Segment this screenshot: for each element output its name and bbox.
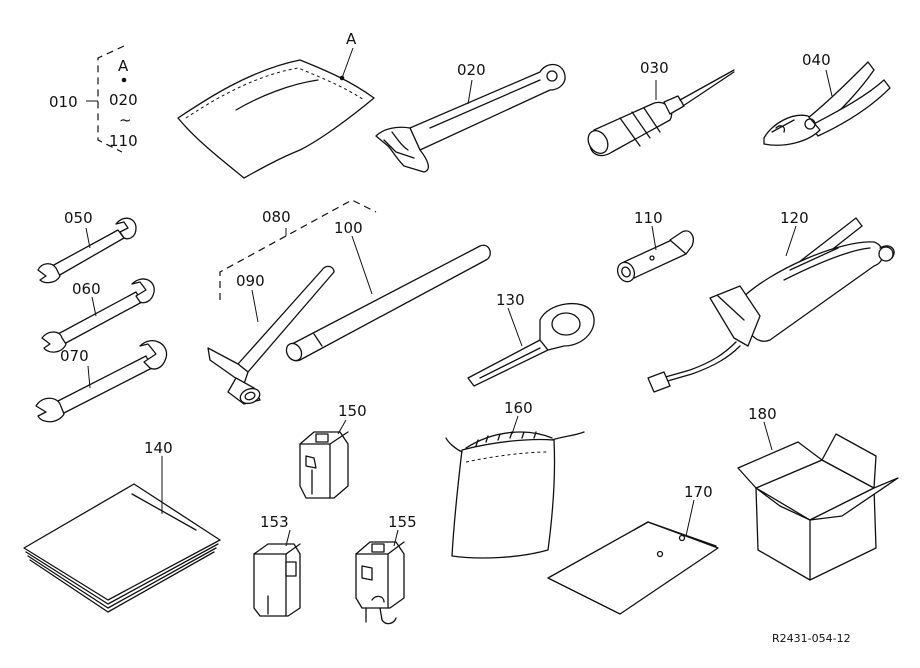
label-010: 010 [49,93,78,111]
fuse-150 [299,431,349,499]
drawstring-pouch [445,431,585,559]
label-155: 155 [388,513,417,531]
label-050: 050 [64,209,93,227]
label-020: 020 [457,61,486,79]
label-040: 040 [802,51,831,69]
label-030: 030 [640,59,669,77]
cardboard-box [737,433,899,581]
label-060: 060 [72,280,101,298]
screwdriver [587,69,735,157]
leader-bag [341,47,354,79]
leader-153 [285,529,291,547]
label-120: 120 [780,209,809,227]
label-070: 070 [60,347,89,365]
label-130: 130 [496,291,525,309]
leader-100 [351,235,373,295]
leader-155 [393,529,399,547]
leader-180 [763,421,773,451]
label-160: 160 [504,399,533,417]
envelope [547,521,719,615]
label-090: 090 [236,272,265,290]
label-020-list: 020 [109,91,138,109]
grease-gun [647,217,895,393]
extension-bar [285,244,491,362]
leader-110 [651,225,657,251]
label-100: 100 [334,219,363,237]
leader-120 [785,225,797,257]
leader-040 [825,69,833,97]
label-180: 180 [748,405,777,423]
label-153: 153 [260,513,289,531]
fuse-155 [355,541,405,625]
pliers [763,61,891,146]
leader-050 [85,227,91,249]
owners-manual [23,483,221,613]
label-150: 150 [338,402,367,420]
leader-130 [507,307,523,347]
leader-070 [87,365,91,389]
label-080: 080 [262,208,291,226]
label-140: 140 [144,439,173,457]
label-tilde: ~ [119,111,132,129]
label-a-bag: A [346,30,357,48]
label-110: 110 [634,209,663,227]
label-110-list: 110 [109,132,138,150]
box-wrench [616,230,694,283]
leader-170 [685,499,695,537]
leader-160 [511,415,519,435]
wrench-050 [37,217,137,284]
wrench-060 [41,278,155,353]
label-a-list: A [118,57,129,75]
l-shaped-wrench [207,265,335,405]
group-080-bracket [219,199,377,300]
reference-code: R2431-054-12 [772,632,851,645]
leader-090 [251,289,259,323]
leader-020 [467,79,473,105]
label-170: 170 [684,483,713,501]
leader-150 [337,419,347,435]
group-010-bracket [86,45,127,153]
adjustable-wrench [375,63,566,173]
leader-060 [91,296,97,317]
tool-bag [177,59,375,179]
ring-spanner [467,302,595,387]
wrench-070 [35,340,168,423]
fuse-153 [253,543,301,617]
